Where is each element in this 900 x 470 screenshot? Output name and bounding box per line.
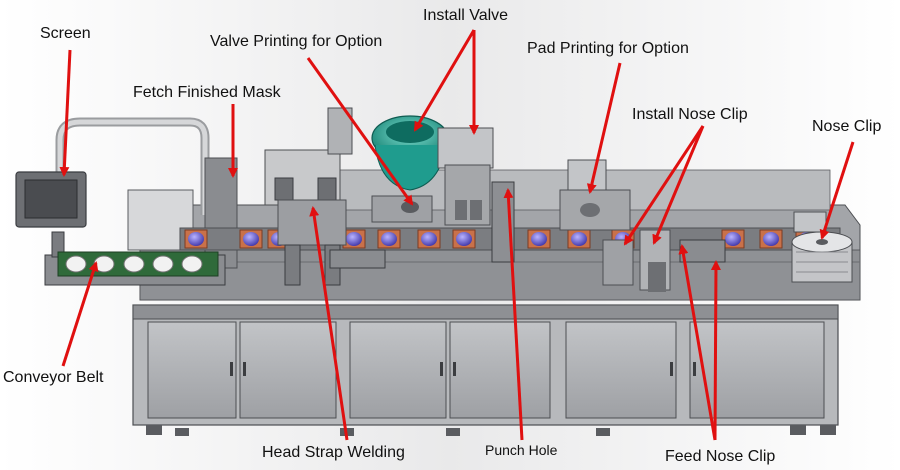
label-install-valve: Install Valve	[423, 7, 509, 24]
screen-monitor	[15, 117, 210, 228]
label-conveyor-belt: Conveyor Belt	[3, 369, 104, 386]
label-install-nose-clip: Install Nose Clip	[632, 106, 748, 123]
label-feed-nose-clip: Feed Nose Clip	[665, 448, 776, 465]
cabinet-base	[132, 304, 839, 436]
label-valve-printing: Valve Printing for Option	[210, 33, 383, 50]
label-fetch-finished-mask: Fetch Finished Mask	[133, 84, 281, 101]
label-nose-clip: Nose Clip	[812, 118, 882, 135]
label-screen: Screen	[40, 25, 91, 42]
install-valve-station	[437, 127, 515, 263]
label-punch-hole: Punch Hole	[485, 442, 558, 458]
left-enclosure	[127, 157, 238, 269]
label-head-strap-welding: Head Strap Welding	[262, 444, 405, 461]
label-pad-printing: Pad Printing for Option	[527, 40, 689, 57]
nose-clip-reel	[791, 211, 853, 283]
